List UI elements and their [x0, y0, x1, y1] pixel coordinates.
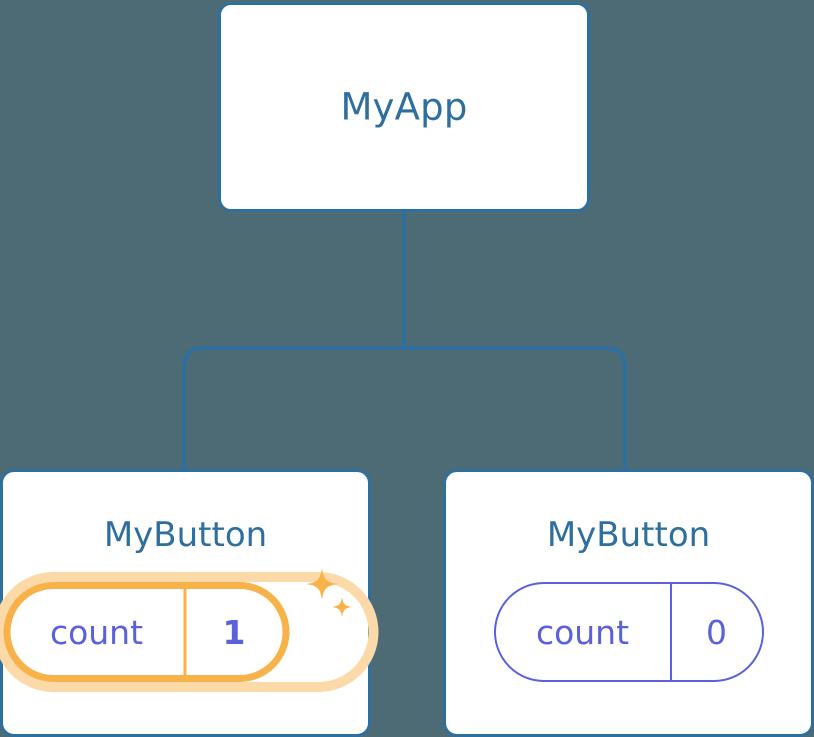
state-key-1: count [496, 584, 672, 680]
state-pill-container-1: count 0 [493, 582, 764, 682]
node-title-root: MyApp [340, 85, 468, 129]
state-value-1: 0 [706, 612, 727, 652]
node-title-child-0: MyButton [103, 515, 268, 555]
node-myapp[interactable]: MyApp [218, 2, 590, 212]
state-key-0: count [10, 589, 186, 675]
state-pill-glow-0 [0, 572, 378, 692]
node-title-child-1: MyButton [546, 515, 711, 555]
state-pill-1[interactable]: count 0 [493, 582, 764, 682]
state-value-0: 1 [222, 612, 246, 652]
state-pill-0[interactable]: count 1 [3, 582, 289, 682]
state-pill-container-0: count 1 [0, 572, 378, 692]
connector-child-bus [182, 346, 627, 471]
node-mybutton-0[interactable]: MyButton count 1 [0, 469, 378, 737]
node-mybutton-1[interactable]: MyButton count 0 [443, 469, 814, 737]
